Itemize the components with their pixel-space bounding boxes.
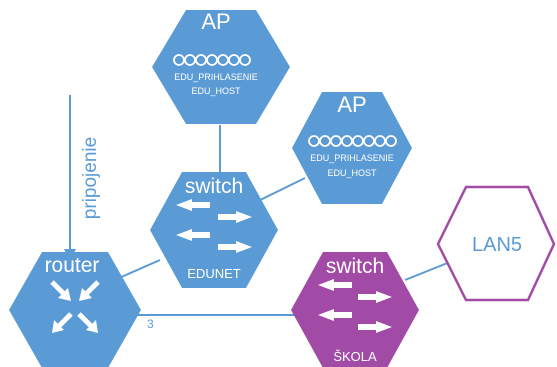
port-label: 3 (147, 317, 154, 331)
switch-hexagon (291, 252, 419, 367)
link-skola-lan (404, 261, 451, 281)
switch-hexagon (150, 172, 278, 288)
access-point-right[interactable]: AP EDU_PRIHLASENIE EDU_HOST (292, 92, 412, 204)
access-point-ssid-primary: EDU_PRIHLASENIE (174, 72, 258, 82)
access-point-ssid-guest: EDU_HOST (327, 168, 377, 178)
router-title: router (45, 254, 100, 277)
access-point-top[interactable]: AP EDU_PRIHLASENIE EDU_HOST (152, 9, 290, 124)
switch-arrows-icon (318, 279, 392, 333)
switch-skola[interactable]: switch ŠKOLA (291, 252, 419, 367)
wifi-waves-icon (173, 54, 251, 66)
switch-title: switch (326, 255, 384, 278)
switch-name: EDUNET (187, 266, 241, 281)
lan-name: LAN5 (472, 234, 522, 256)
switch-edunet[interactable]: switch EDUNET (150, 172, 278, 288)
switch-name: ŠKOLA (333, 349, 377, 364)
uplink-label: pripojenie (80, 137, 101, 219)
lan-segment[interactable]: LAN5 (436, 185, 556, 302)
access-point-title: AP (201, 9, 230, 34)
access-point-ssid-guest: EDU_HOST (191, 86, 241, 96)
router-hexagon (9, 252, 141, 367)
access-point-title: AP (337, 92, 366, 117)
switch-title: switch (185, 175, 243, 198)
access-point-hexagon (152, 10, 290, 124)
access-point-hexagon (292, 92, 412, 204)
access-point-ssid-primary: EDU_PRIHLASENIE (310, 153, 394, 163)
wifi-waves-icon (308, 135, 397, 147)
lan-hexagon (436, 185, 556, 302)
switch-arrows-icon (176, 199, 252, 253)
router-arrows-icon (50, 280, 100, 333)
router[interactable]: router (9, 252, 141, 367)
